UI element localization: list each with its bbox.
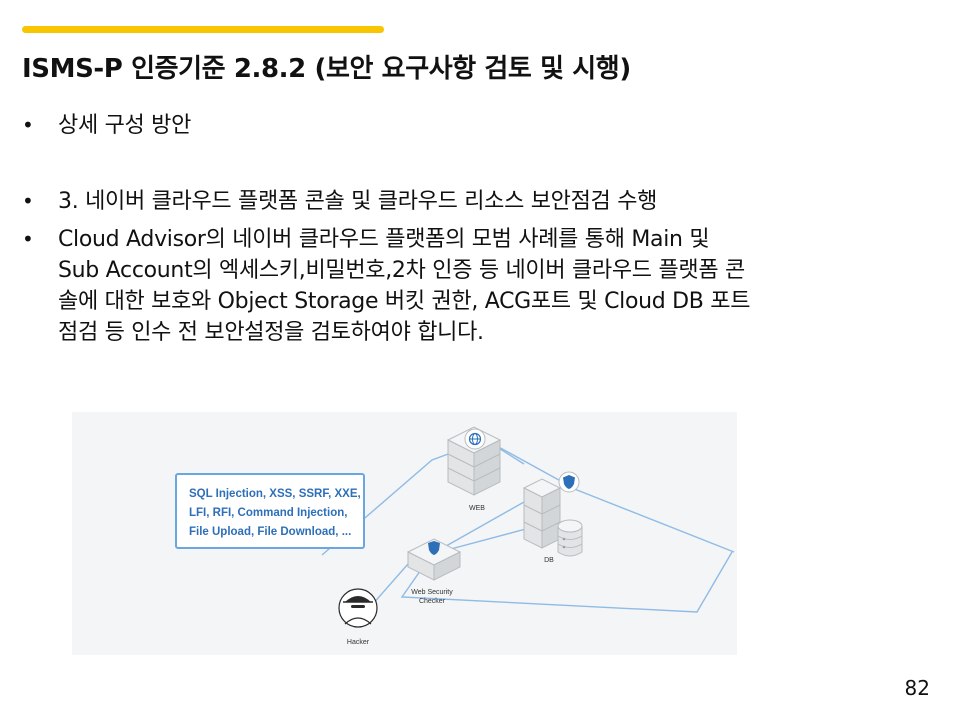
hacker-icon	[338, 588, 378, 628]
db-shield-icon	[558, 471, 580, 493]
bullet-marker: •	[22, 227, 34, 251]
bullet-item: • 3. 네이버 클라우드 플랫폼 콘솔 및 클라우드 리소스 보안점검 수행	[22, 186, 932, 217]
bullet-text: 3. 네이버 클라우드 플랫폼 콘솔 및 클라우드 리소스 보안점검 수행	[58, 189, 658, 214]
bullet-marker: •	[22, 113, 34, 137]
attack-types-line: LFI, RFI, Command Injection,	[189, 507, 348, 519]
accent-bar	[22, 26, 384, 33]
web-label: WEB	[469, 505, 485, 512]
bullet-text: Cloud Advisor의 네이버 클라우드 플랫폼의 모범 사례를 통해 M…	[58, 227, 751, 345]
database-cylinder-icon	[557, 519, 583, 557]
globe-shield-icon	[464, 428, 486, 450]
page-number: 82	[904, 676, 930, 700]
web-server-icon	[446, 426, 502, 496]
security-architecture-diagram: SQL Injection, XSS, SSRF, XXE, LFI, RFI,…	[72, 412, 737, 655]
bullet-item: • Cloud Advisor의 네이버 클라우드 플랫폼의 모범 사례를 통해…	[22, 224, 932, 348]
bullet-text: 상세 구성 방안	[58, 113, 192, 138]
attack-types-line: File Upload, File Download, ...	[189, 526, 352, 538]
web-security-checker-label: Web Security Checker	[411, 589, 453, 605]
hacker-label: Hacker	[346, 639, 370, 646]
slide-title: ISMS-P 인증기준 2.8.2 (보안 요구사항 검토 및 시행)	[22, 54, 631, 84]
bullet-item: • 상세 구성 방안	[22, 110, 932, 141]
bullet-marker: •	[22, 189, 34, 213]
db-label: DB	[544, 557, 554, 564]
security-checker-shield-icon	[428, 541, 440, 555]
diagram-graphics	[321, 426, 735, 628]
attack-types-line: SQL Injection, XSS, SSRF, XXE,	[189, 488, 361, 500]
attack-types-box: SQL Injection, XSS, SSRF, XXE, LFI, RFI,…	[175, 473, 365, 549]
db-server-icon	[522, 478, 562, 549]
